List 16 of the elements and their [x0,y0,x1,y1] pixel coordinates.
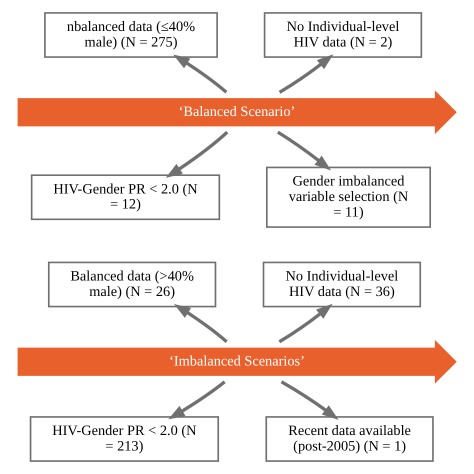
node-box: No Individual-level HIV data (N = 36) [262,262,422,308]
node-box: HIV-Gender PR < 2.0 (N = 213) [30,416,220,462]
arrow [174,304,228,343]
node-box: HIV-Gender PR < 2.0 (N = 12) [30,174,220,220]
arrow [173,54,228,94]
arrow [168,380,226,420]
arrow [276,130,332,170]
node-box: Recent data available (post-2005) (N = 1) [265,416,434,462]
arrow [166,130,228,178]
arrow [280,380,339,420]
node-box: Balanced data (>40% male) (N = 26) [48,262,216,308]
arrow [278,54,334,94]
arrow [278,304,333,344]
node-box: nbalanced data (≤40% male) (N = 275) [44,12,218,58]
node-box: Gender imbalanced variable selection (N = 11) [266,166,432,228]
node-box: No Individual-level HIV data (N = 2) [264,12,422,58]
